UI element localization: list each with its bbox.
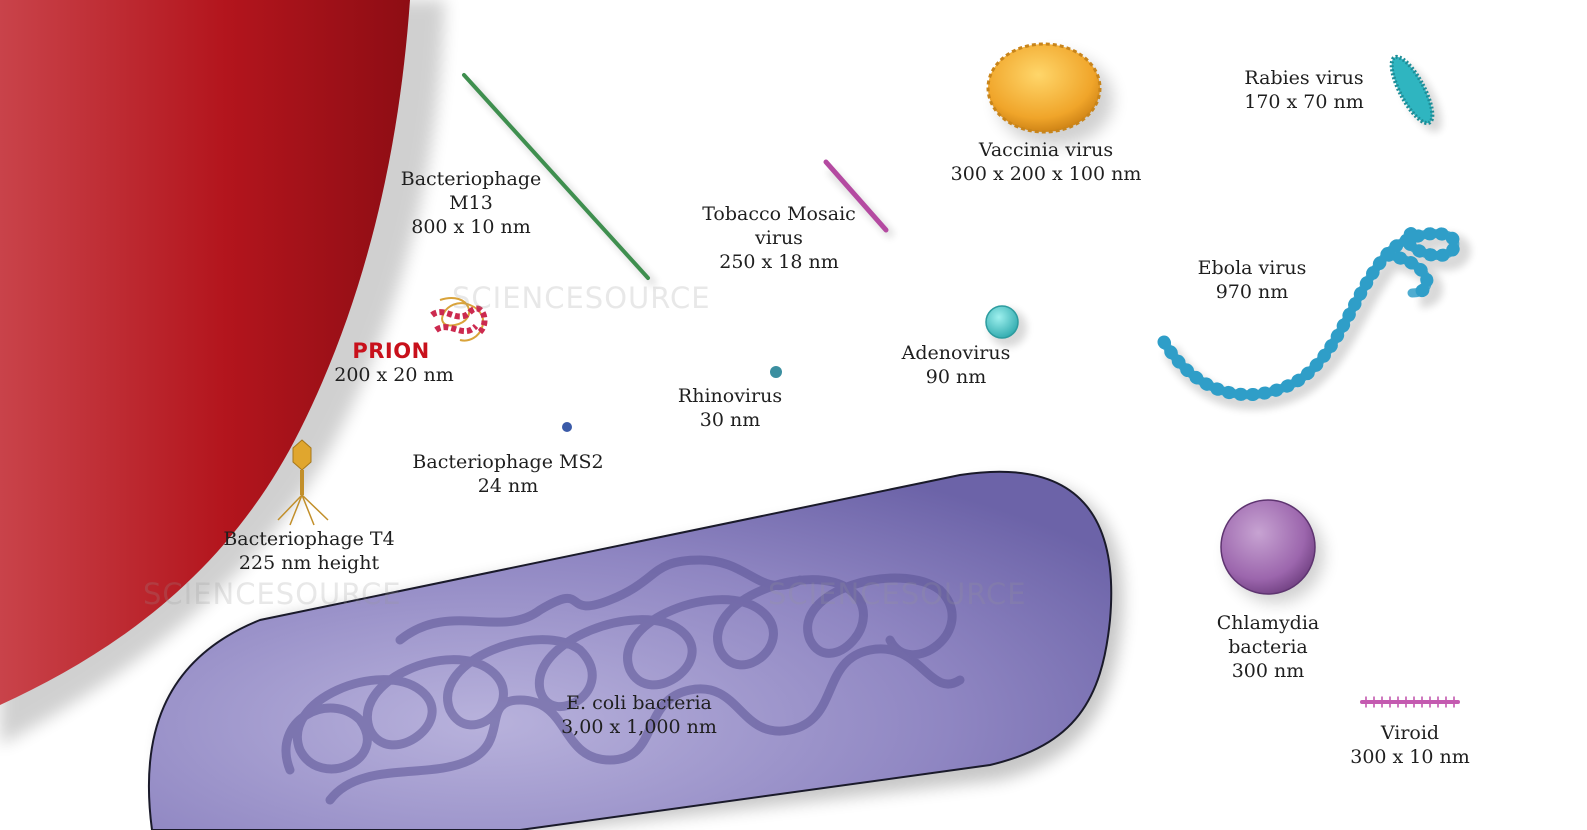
prion-name: PRION <box>352 339 430 363</box>
rhinovirus-size: 30 nm <box>699 409 761 431</box>
t4-size: 225 nm height <box>238 552 380 574</box>
chlamydia-size: 300 nm <box>1231 660 1305 682</box>
watermark-left: SCIENCESOURCE <box>143 577 402 611</box>
label-bacteriophage-ms2: Bacteriophage MS2 24 nm <box>412 450 603 498</box>
rhinovirus <box>770 366 782 378</box>
label-viroid: Viroid 300 x 10 nm <box>1350 721 1470 769</box>
ebola-name: Ebola virus <box>1197 257 1307 279</box>
label-tobacco-mosaic-virus: Tobacco Mosaic virus 250 x 18 nm <box>702 202 856 274</box>
watermark-center: SCIENCESOURCE <box>768 577 1027 611</box>
ms2-name: Bacteriophage MS2 <box>412 451 604 473</box>
ecoli-name: E. coli bacteria <box>566 692 712 714</box>
label-ebola-virus: Ebola virus 970 nm <box>1198 256 1307 304</box>
m13-name-2: M13 <box>449 192 493 214</box>
label-bacteriophage-m13: Bacteriophage M13 800 x 10 nm <box>401 167 542 239</box>
m13-size: 800 x 10 nm <box>411 216 531 238</box>
label-vaccinia-virus: Vaccinia virus 300 x 200 x 100 nm <box>951 138 1142 186</box>
vaccinia-size: 300 x 200 x 100 nm <box>950 163 1142 185</box>
rhinovirus-name: Rhinovirus <box>677 385 783 407</box>
label-adenovirus: Adenovirus 90 nm <box>902 341 1011 389</box>
ecoli-size: 3,00 x 1,000 nm <box>561 716 717 738</box>
rabies-size: 170 x 70 nm <box>1244 91 1364 113</box>
tobacco-size: 250 x 18 nm <box>719 251 839 273</box>
m13-name: Bacteriophage <box>400 168 542 190</box>
rabies-name: Rabies virus <box>1244 67 1364 89</box>
adenovirus-name: Adenovirus <box>901 342 1011 364</box>
label-bacteriophage-t4: Bacteriophage T4 225 nm height <box>223 527 394 575</box>
label-chlamydia-bacteria: Chlamydia bacteria 300 nm <box>1217 611 1320 683</box>
prion-size: 200 x 20 nm <box>334 364 454 386</box>
rabies-virus <box>1389 54 1435 126</box>
label-rabies-virus: Rabies virus 170 x 70 nm <box>1244 66 1364 114</box>
vaccinia-name: Vaccinia virus <box>978 139 1114 161</box>
vaccinia-virus <box>986 42 1102 134</box>
t4-name: Bacteriophage T4 <box>223 528 395 550</box>
ebola-size: 970 nm <box>1215 281 1289 303</box>
adenovirus <box>985 305 1019 339</box>
adenovirus-size: 90 nm <box>925 366 987 388</box>
red-blood-cell <box>0 0 410 705</box>
bacteriophage-m13 <box>462 73 650 280</box>
viroid-size: 300 x 10 nm <box>1350 746 1470 768</box>
label-rhinovirus: Rhinovirus 30 nm <box>678 384 782 432</box>
chlamydia-name-2: bacteria <box>1228 636 1308 658</box>
label-ecoli-bacteria: E. coli bacteria 3,00 x 1,000 nm <box>561 691 717 739</box>
bacteriophage-ms2 <box>562 422 572 432</box>
ms2-size: 24 nm <box>477 475 539 497</box>
chlamydia-bacteria <box>1220 499 1316 595</box>
ebola-virus-body <box>1159 228 1460 400</box>
chlamydia-name: Chlamydia <box>1216 612 1320 634</box>
tobacco-name: Tobacco Mosaic <box>702 203 856 225</box>
label-prion: PRION 200 x 20 nm <box>334 339 454 387</box>
watermark-top: SCIENCESOURCE <box>452 281 711 315</box>
tobacco-mosaic-virus <box>823 159 889 233</box>
tobacco-name-2: virus <box>755 227 803 249</box>
bacteriophage-t4 <box>277 439 329 526</box>
viroid-name: Viroid <box>1380 722 1440 744</box>
ecoli-dna <box>281 555 965 805</box>
prion-structure <box>430 297 488 342</box>
